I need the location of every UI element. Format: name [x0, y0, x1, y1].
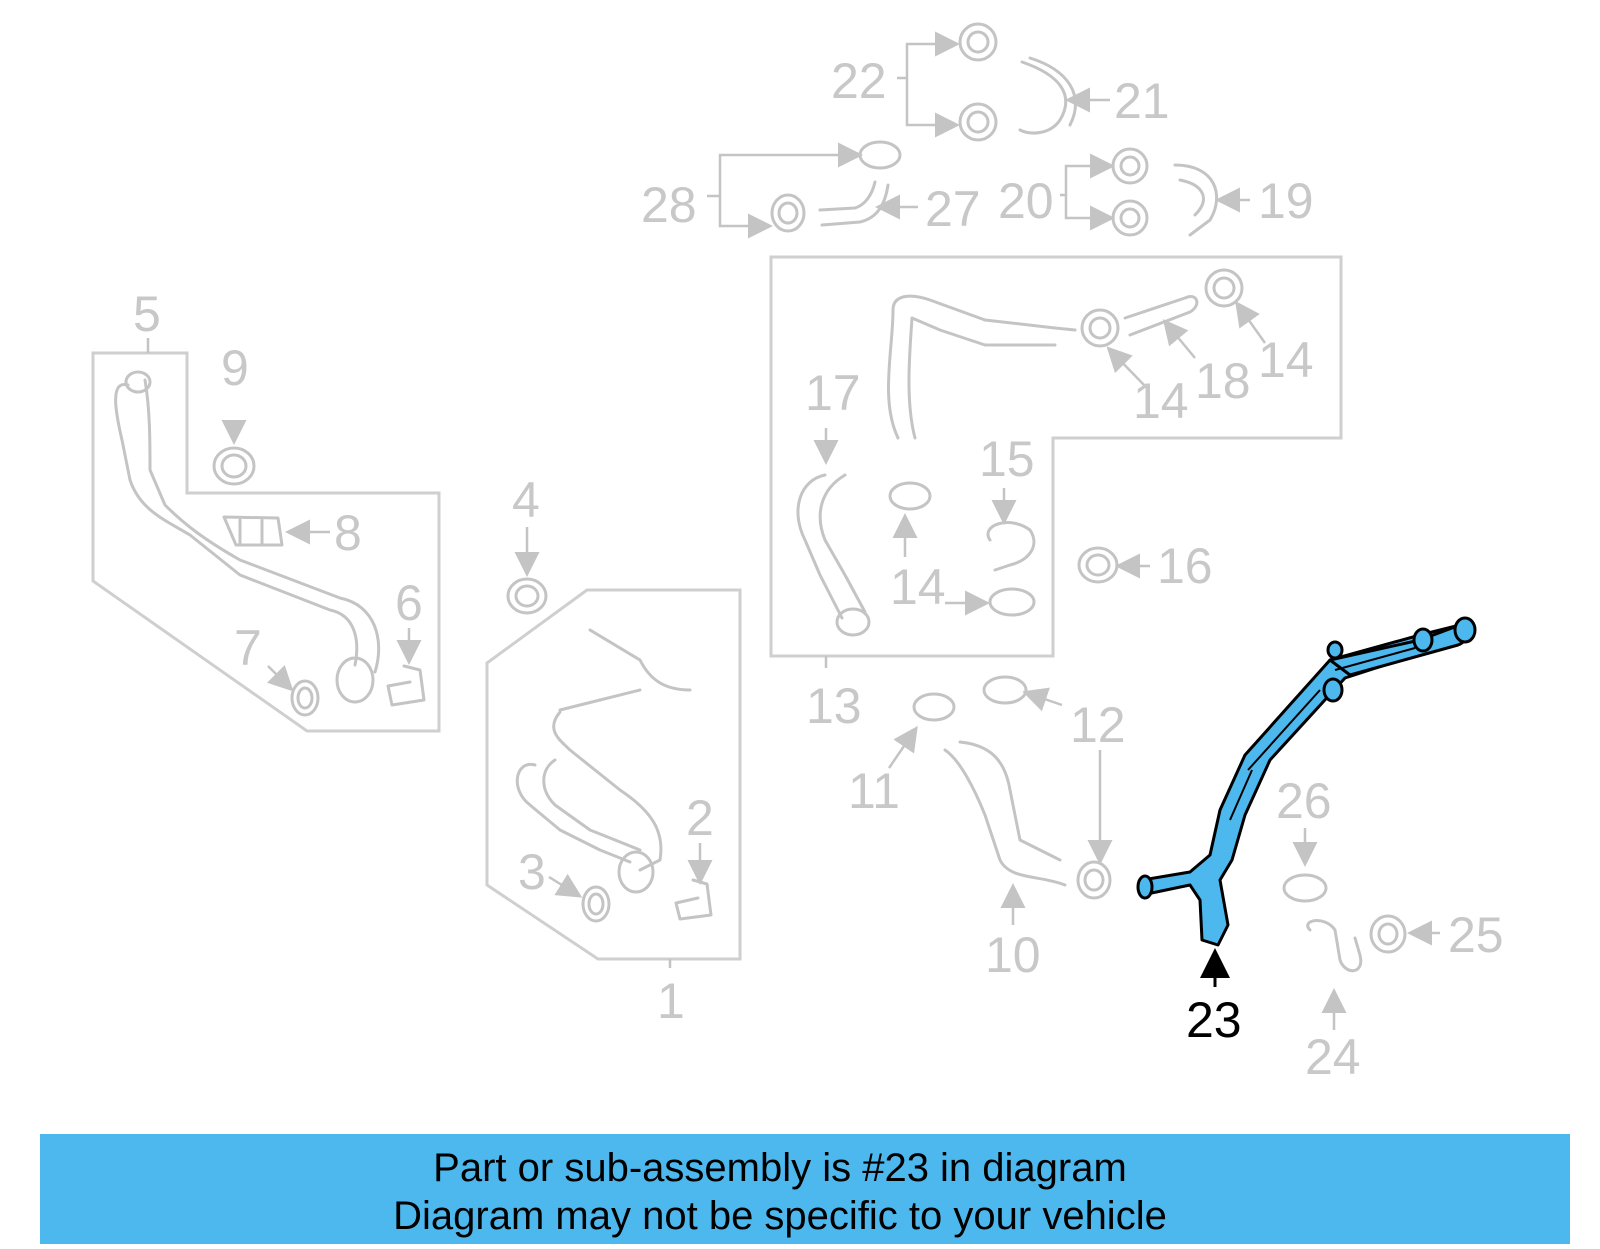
footer-line-disclaimer: Diagram may not be specific to your vehi…: [393, 1194, 1167, 1238]
bracket-part-6[interactable]: [386, 664, 426, 707]
callout-11[interactable]: 11: [848, 763, 900, 819]
clamp-part-26[interactable]: [1282, 873, 1328, 903]
callout-4[interactable]: 4: [512, 472, 540, 528]
coolant-pipe-part-23-highlighted[interactable]: [1136, 616, 1477, 947]
elbow-part-15[interactable]: [986, 521, 1036, 572]
clamp-part-20-a[interactable]: [1111, 147, 1149, 185]
hose-part-21[interactable]: [1018, 56, 1077, 135]
callout-labels: 1 2 3 4 5 6 7 8 9 10 11 12 13 14 14 14 1…: [133, 53, 1504, 1085]
clamp-part-22-a[interactable]: [958, 22, 998, 62]
callout-12[interactable]: 12: [1070, 697, 1126, 753]
callout-22[interactable]: 22: [831, 53, 887, 109]
callout-18[interactable]: 18: [1195, 353, 1251, 409]
callout-10[interactable]: 10: [985, 927, 1041, 983]
oring-part-3[interactable]: [581, 885, 611, 923]
callout-7[interactable]: 7: [234, 620, 262, 676]
callout-16[interactable]: 16: [1157, 538, 1213, 594]
callout-1[interactable]: 1: [657, 973, 685, 1029]
clamp-part-14-a[interactable]: [888, 481, 932, 511]
callout-27[interactable]: 27: [925, 181, 981, 237]
callout-26[interactable]: 26: [1276, 773, 1332, 829]
callout-14-a[interactable]: 14: [890, 559, 946, 615]
hose-part-27[interactable]: [818, 180, 890, 227]
hose-part-18[interactable]: [1123, 295, 1199, 337]
pipe-part-1[interactable]: [515, 628, 692, 894]
bracket-part-8[interactable]: [222, 515, 284, 547]
group-box-13: [769, 255, 1343, 658]
clamp-part-14-c[interactable]: [1080, 308, 1120, 348]
callout-3[interactable]: 3: [518, 844, 546, 900]
callout-24[interactable]: 24: [1305, 1029, 1361, 1085]
footer-line-part-number: Part or sub-assembly is #23 in diagram: [433, 1146, 1127, 1190]
hose-part-17[interactable]: [796, 473, 867, 620]
clamp-part-28-b[interactable]: [770, 193, 806, 233]
clamp-part-9[interactable]: [212, 446, 256, 486]
leader-lines: [146, 31, 1440, 1030]
callout-25[interactable]: 25: [1448, 907, 1504, 963]
callout-17[interactable]: 17: [805, 365, 861, 421]
clamp-part-12-a[interactable]: [982, 675, 1028, 705]
group-box-1: [485, 588, 742, 961]
clamp-part-25[interactable]: [1369, 914, 1407, 954]
callout-23[interactable]: 23: [1186, 992, 1242, 1048]
callout-20[interactable]: 20: [998, 173, 1054, 229]
hose-part-19[interactable]: [1173, 163, 1219, 237]
callout-15[interactable]: 15: [979, 431, 1035, 487]
clamp-part-14-b[interactable]: [988, 587, 1036, 617]
parts-diagram: 1 2 3 4 5 6 7 8 9 10 11 12 13 14 14 14 1…: [91, 22, 1504, 1085]
callout-14-b[interactable]: 14: [1133, 373, 1189, 429]
callout-14-c[interactable]: 14: [1258, 332, 1314, 388]
clamp-part-14-d[interactable]: [1204, 268, 1244, 308]
hose-part-13[interactable]: [886, 294, 1077, 440]
clamp-part-16[interactable]: [1077, 546, 1119, 584]
callout-5[interactable]: 5: [133, 286, 161, 342]
clamp-part-11[interactable]: [912, 692, 956, 722]
bracket-part-2[interactable]: [674, 878, 713, 921]
hose-part-17-end[interactable]: [835, 607, 871, 637]
callout-6[interactable]: 6: [395, 575, 423, 631]
oring-part-7[interactable]: [290, 679, 320, 717]
elbow-part-24[interactable]: [1306, 919, 1363, 973]
callout-21[interactable]: 21: [1114, 73, 1170, 129]
clamp-part-20-b[interactable]: [1111, 199, 1149, 237]
pipe-part-5[interactable]: [114, 370, 381, 704]
clamp-part-22-b[interactable]: [958, 102, 998, 142]
group-box-5: [91, 351, 441, 733]
clamp-part-12-b[interactable]: [1076, 860, 1112, 900]
hose-part-10[interactable]: [943, 740, 1067, 887]
callout-13[interactable]: 13: [806, 678, 862, 734]
callout-19[interactable]: 19: [1258, 173, 1314, 229]
callout-2[interactable]: 2: [686, 790, 714, 846]
footer-banner: Part or sub-assembly is #23 in diagram D…: [40, 1134, 1570, 1244]
clamp-part-4[interactable]: [506, 577, 548, 615]
clamp-part-28-a[interactable]: [858, 140, 902, 170]
callout-28[interactable]: 28: [641, 177, 697, 233]
callout-9[interactable]: 9: [221, 340, 249, 396]
callout-8[interactable]: 8: [334, 505, 362, 561]
